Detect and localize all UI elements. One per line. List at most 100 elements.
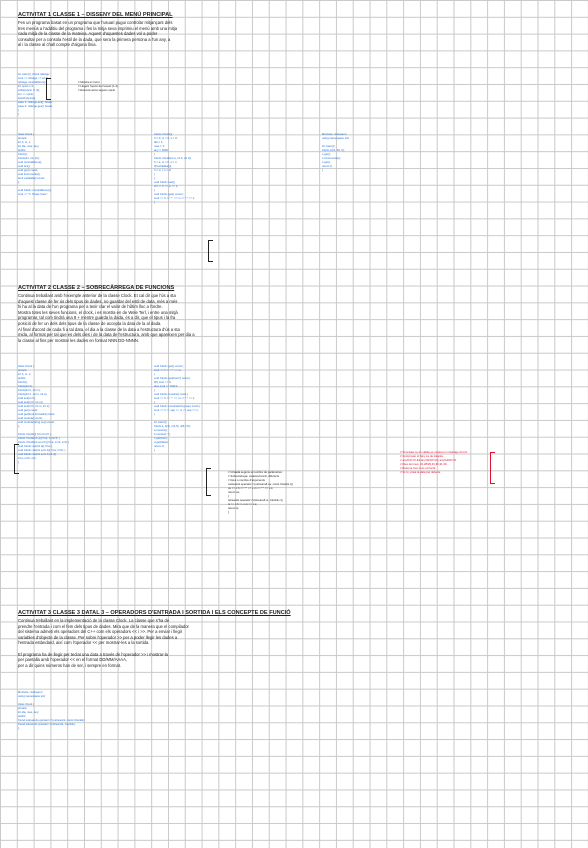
code-line: int main(){ (322, 144, 335, 148)
code-line: void Clock::mostra(string sep) const { (154, 404, 201, 408)
code-line: } (18, 112, 19, 116)
code-line: } (154, 188, 155, 192)
code-line: void Clock::set(int a,int b,int c){ (18, 452, 57, 456)
code-line: switch(opcio){ (18, 96, 36, 100)
code-line: // Si la data no és vàlida es mostra un … (400, 450, 468, 454)
code-line: void Clock::set(int a,int b){ h=a; m=b; … (18, 448, 66, 452)
code-line: private: (18, 706, 28, 710)
code-line: if(f) cout << h; (154, 380, 172, 384)
code-block: void Clock::get() const { cout << h << "… (154, 364, 200, 452)
code-block: int main() { Clock rellotge; cout << rel… (18, 72, 53, 116)
code-line: cout << h << sep << m << sep << s; (154, 408, 199, 412)
code-line: // Llegeix l'opció de l'usuari (1-4) (78, 84, 118, 88)
brace-mark (14, 444, 19, 474)
code-line: h=a; m=b; s=c; (18, 456, 37, 460)
code-line: } (154, 176, 155, 180)
brace-mark (46, 78, 51, 100)
section-activitat-2: ACTIVITAT 2 CLASSE 2 – SOBRECÀRREGA DE F… (18, 285, 318, 343)
section-paragraph: Continua treballant en la implementació … (18, 618, 189, 668)
code-line: c.get(); (322, 152, 331, 156)
code-line: h = a; m = b; s = c; (154, 160, 178, 164)
code-line: // Si no, posa la data per defecte (400, 470, 441, 474)
code-line: h = m = s = 0; (154, 168, 172, 172)
code-line: void Clock::mostra() const { (154, 392, 189, 396)
code-line: // Comprovar si l'any és de traspàs (400, 454, 443, 458)
code-line: return 0; (322, 164, 333, 168)
code-line: // Executa acció segons opció (78, 88, 116, 92)
code-line: cin >> opcio; (18, 92, 34, 96)
code-line: is >> c.h >> c.m >> c.s; (228, 502, 258, 506)
code-line: istream& operator>>(istream& is, Clock& … (228, 498, 283, 502)
code-block: class Clock {private: int h, m, s; int d… (18, 132, 51, 196)
code-line: Clock::Clock(int a, int b, int c){ (154, 156, 192, 160)
code-line: } (154, 448, 155, 452)
code-line: cin >> h >> m >> s; (154, 184, 179, 188)
code-line: class Clock { (18, 364, 34, 368)
code-line: mes = 1; (154, 144, 165, 148)
section-activitat-3: ACTIVITAT 3 CLASSE 3 DATAL 3 – OPERADORS… (18, 610, 318, 668)
code-line: } (322, 168, 323, 172)
code-line: class Clock { (18, 132, 34, 136)
code-line: Clock(int h, int m); (18, 388, 41, 392)
section-title: ACTIVITAT 3 CLASSE 3 DATAL 3 – OPERADORS… (18, 610, 291, 616)
code-line: void Clock::get() const { (154, 364, 184, 368)
section-title: ACTIVITAT 1 CLASSE 1 – DISSENY DEL MENÚ … (18, 12, 173, 18)
code-line: // Mostra el menú (78, 80, 100, 84)
code-line: if(!esValida()){ (154, 164, 172, 168)
code-line: cout << h << ":" << m << ":" << s; (154, 196, 195, 200)
code-line: } (154, 372, 155, 376)
code-line: bool esValida() const; (18, 176, 45, 180)
code-line: void mostra() const; (18, 416, 43, 420)
code-line: #include <iostream> (322, 132, 348, 136)
code-annotation-red: // Si la data no és vàlida es mostra un … (400, 450, 467, 474)
code-line: } (154, 152, 155, 156)
code-line: void set(); (18, 164, 31, 168)
code-block: #include <iostream>using namespace std; … (18, 690, 85, 730)
code-line: void set(int h); (18, 396, 36, 400)
code-line: return is; (228, 506, 239, 510)
code-line: using namespace std; (18, 694, 46, 698)
code-line: any = 2000; (154, 148, 169, 152)
code-line: class Clock { (18, 702, 34, 706)
code-line: } (154, 172, 155, 176)
code-line: int opcio = 0; (18, 84, 34, 88)
code-line: Clock a, b(3), c(4,5), d(6,7,8); (154, 424, 191, 428)
code-line: void Clock::get() const { (154, 192, 184, 196)
code-line: } (18, 108, 19, 112)
code-line: #include <iostream> (18, 690, 44, 694)
code-line: public: (18, 376, 27, 380)
code-line: while(opcio != 4){ (18, 88, 40, 92)
code-line: } (228, 510, 229, 514)
code-line: int main() { Clock rellotge; (18, 72, 50, 76)
code-line: } (228, 494, 229, 498)
code-line: dia = 1; (154, 140, 164, 144)
brace-mark (208, 240, 213, 262)
section-activitat-1: ACTIVITAT 1 CLASSE 1 – DISSENY DEL MENÚ … (18, 12, 318, 48)
code-line: void Clock::get(bool f) const { (154, 376, 191, 380)
code-line: void set(int h, int m, int s); (18, 404, 50, 408)
code-line: else cout << h%12; (154, 384, 178, 388)
code-line: c.get(); (322, 160, 331, 164)
code-line: void incrementa(); (18, 172, 41, 176)
code-line: // any%4==0 && any%100!=0 || any%400==0 (400, 458, 457, 462)
code-line: Clock(int h); (18, 384, 33, 388)
code-line: } (154, 200, 155, 204)
code-line: friend istream& operator>>(istream&, Clo… (18, 722, 76, 726)
code-line: } (154, 400, 155, 404)
code-line: Clock(int h, int m, int s); (18, 392, 48, 396)
code-line: } (18, 460, 19, 464)
code-block: class Clock {private: int h, m, s;public… (18, 364, 69, 464)
code-line: void get(bool format24) const; (18, 412, 56, 416)
code-line: int h, m, s; (18, 372, 31, 376)
code-line: cout << h << ":" << m << ":" << s; (154, 396, 195, 400)
code-line: private: (18, 368, 28, 372)
code-line: Clock::Clock(){ h=m=s=0; } (18, 432, 52, 436)
section-title: ACTIVITAT 2 CLASSE 2 – SOBRECÀRREGA DE F… (18, 285, 175, 291)
code-line: ostream& operator<<(ostream& os, const C… (228, 482, 293, 486)
code-line: Clock::Clock(){ (154, 132, 173, 136)
code-line: // Retorna true si és correcta (400, 466, 436, 470)
code-line: os << c.h << ":" << c.m << ":" << c.s; (228, 486, 274, 490)
code-line: Clock::Clock(int a,int b){ h=a; m=b; s=0… (18, 440, 69, 444)
code-line: h = 0; m = 0; s = 0; (154, 136, 178, 140)
code-note: // Mostra el menú// Llegeix l'opció de l… (78, 80, 118, 92)
